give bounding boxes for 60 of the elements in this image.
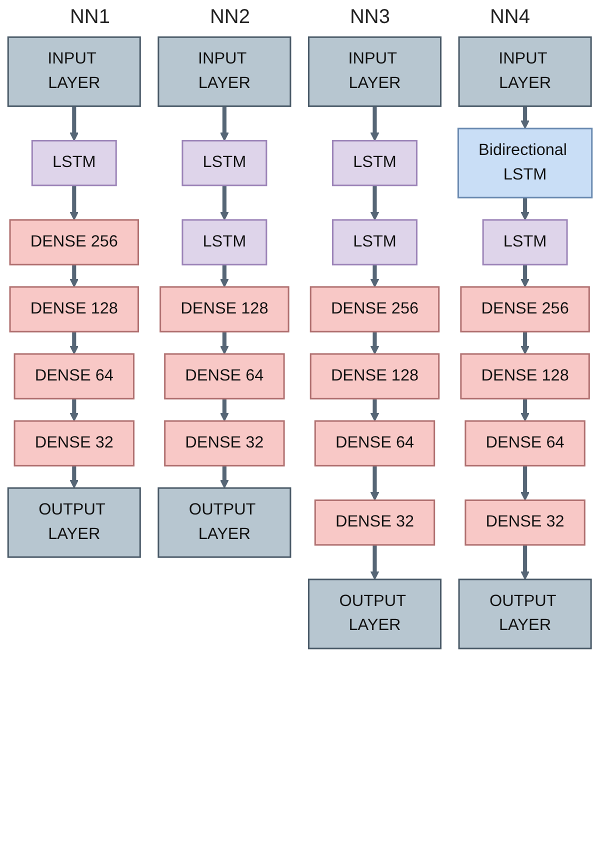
column-heading: NN4 (490, 6, 530, 29)
node-box: DENSE 128 (9, 286, 140, 332)
arrow (70, 185, 79, 220)
arrow (220, 185, 229, 220)
node-box: DENSE 32 (314, 499, 436, 546)
arrow (370, 544, 380, 580)
arrow (520, 197, 530, 220)
column-heading: NN1 (70, 6, 110, 29)
node-box: DENSE 64 (164, 353, 285, 400)
arrow (520, 264, 530, 288)
node-box: DENSE 32 (464, 499, 586, 546)
arrow (220, 264, 229, 288)
node-box: DENSE 128 (160, 286, 290, 332)
arrow (520, 544, 530, 580)
node-box: DENSE 64 (464, 420, 586, 466)
arrow (220, 466, 229, 488)
arrow (370, 264, 380, 288)
node-box: LSTM (332, 219, 418, 266)
node-box: DENSE 256 (460, 286, 590, 332)
arrow (520, 331, 530, 354)
arrow (70, 106, 79, 142)
column-heading: NN3 (350, 6, 390, 29)
arrow (220, 331, 229, 354)
arrow (520, 106, 530, 129)
node-box: OUTPUT LAYER (158, 487, 292, 558)
arrow (370, 331, 380, 354)
arrow (70, 398, 79, 422)
arrow (70, 264, 79, 288)
node-box: OUTPUT LAYER (458, 578, 592, 650)
node-box: LSTM (182, 140, 268, 186)
arrow (370, 185, 380, 220)
node-box: LSTM (182, 219, 268, 266)
node-box: DENSE 128 (460, 353, 590, 400)
node-box: OUTPUT LAYER (7, 487, 141, 558)
node-box: LSTM (31, 140, 117, 186)
node-box: LSTM (482, 219, 568, 266)
arrow (70, 331, 79, 354)
arrow (370, 106, 380, 142)
arrow (370, 398, 380, 422)
arrow (70, 466, 79, 488)
node-box: INPUT LAYER (458, 36, 592, 107)
arrow (370, 466, 380, 501)
node-box: DENSE 64 (314, 420, 436, 466)
node-box: DENSE 64 (14, 353, 134, 400)
column-heading: NN2 (210, 6, 250, 29)
node-box: DENSE 32 (14, 420, 134, 466)
node-box: LSTM (332, 140, 418, 186)
node-box: DENSE 32 (164, 420, 285, 466)
node-box: DENSE 128 (310, 353, 440, 400)
node-box: INPUT LAYER (158, 36, 292, 107)
node-box: OUTPUT LAYER (308, 578, 442, 650)
node-box: INPUT LAYER (308, 36, 442, 107)
arrow (220, 398, 229, 422)
node-box: INPUT LAYER (7, 36, 141, 107)
node-box: Bidirectional LSTM (457, 128, 593, 198)
arrow (520, 398, 530, 422)
arrow (220, 106, 229, 142)
node-box: DENSE 256 (310, 286, 440, 332)
node-box: DENSE 256 (9, 219, 140, 266)
arrow (520, 466, 530, 501)
